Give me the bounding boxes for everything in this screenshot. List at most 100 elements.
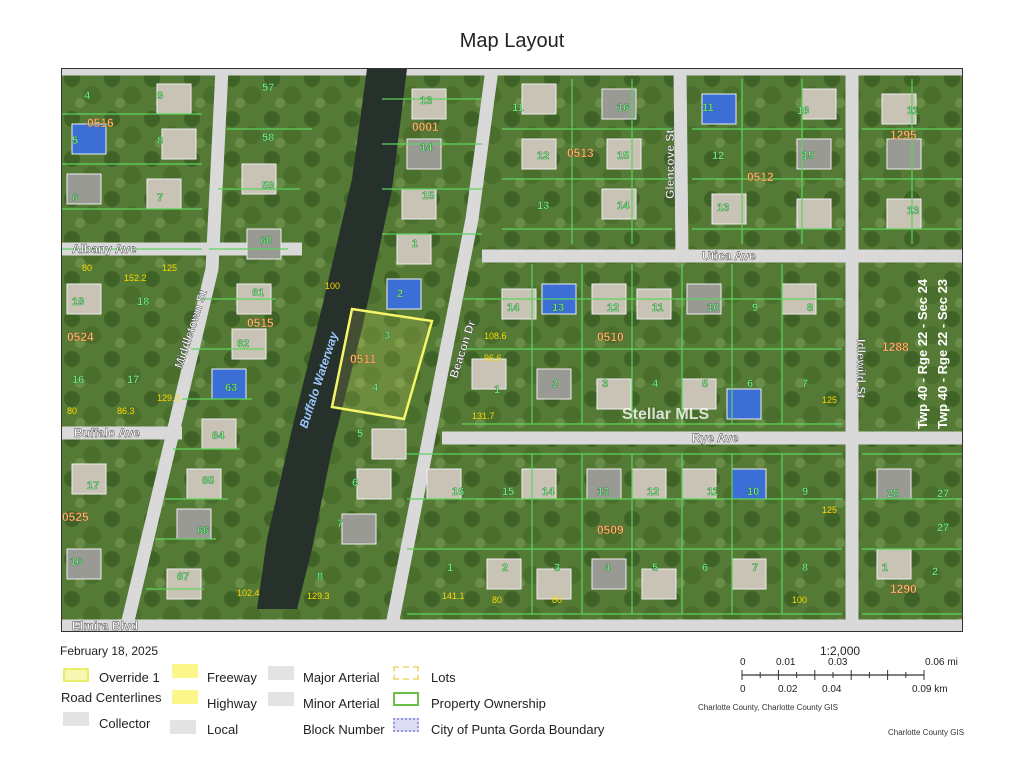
lot-number: 2 <box>932 566 938 578</box>
building <box>641 568 677 600</box>
block-number: 0512 <box>747 170 774 184</box>
lot-number: 13 <box>907 205 919 217</box>
building <box>601 88 637 120</box>
lot-number: 1 <box>412 238 418 250</box>
building <box>201 418 237 450</box>
lot-number: 4 <box>604 562 611 574</box>
attribution: Charlotte County, Charlotte County GIS <box>698 703 838 712</box>
street-label: Buffalo Ave <box>74 426 140 440</box>
lot-number: 12 <box>647 486 659 498</box>
houses-layer <box>66 83 922 600</box>
lot-number: 8 <box>157 135 163 147</box>
lot-number: 14 <box>507 302 520 314</box>
block-number: 1295 <box>890 128 917 142</box>
lot-number: 62 <box>237 338 249 350</box>
lot-number: 7 <box>157 192 163 204</box>
lot-number: 5 <box>72 135 78 147</box>
lot-number: 5 <box>357 428 363 440</box>
building <box>401 188 437 220</box>
building <box>636 288 672 320</box>
lot-number: 65 <box>202 475 214 487</box>
lot-number: 61 <box>252 287 264 299</box>
scale-label: 0.01 <box>776 657 796 668</box>
lot-number: 11 <box>652 302 664 314</box>
lot-number: 6 <box>747 378 753 390</box>
block-number: 0511 <box>350 352 376 366</box>
dimension-label: 100 <box>325 281 340 291</box>
building <box>881 93 917 125</box>
lot-number: 6 <box>702 562 708 574</box>
lot-number: 13 <box>552 302 564 314</box>
legend-swatch <box>268 692 294 706</box>
scale-label: 0.04 <box>822 684 842 695</box>
lot-number: 13 <box>537 200 549 212</box>
parcel-lines <box>62 79 962 615</box>
scale-label: 0 <box>740 684 746 695</box>
building <box>886 138 922 170</box>
lot-number: 57 <box>262 82 274 94</box>
buffalo-waterway <box>257 69 407 609</box>
dimension-label: 125 <box>822 395 837 405</box>
lot-number: 11 <box>512 102 524 114</box>
scale-label: 0.03 <box>828 657 848 668</box>
building <box>536 368 572 400</box>
lot-number: 2 <box>397 288 403 300</box>
dimension-label: 129.3 <box>157 393 180 403</box>
building <box>726 388 762 420</box>
dimension-label: 125 <box>822 505 837 515</box>
lot-number: 15 <box>617 150 629 162</box>
lot-number: 60 <box>260 235 272 247</box>
scale-label: 0.02 <box>778 684 798 695</box>
lot-number: 18 <box>137 296 149 308</box>
building <box>536 568 572 600</box>
lot-number: 59 <box>262 180 274 192</box>
building <box>176 508 212 540</box>
lot-number: 9 <box>802 486 808 498</box>
lot-number: 1 <box>882 562 888 574</box>
legend-swatch <box>268 666 294 680</box>
legend-swatch <box>393 692 419 706</box>
lot-number: 28 <box>887 488 899 500</box>
dimension-label: 96.6 <box>484 353 502 363</box>
map-title: Map Layout <box>459 30 565 52</box>
lot-number: 3 <box>384 330 390 342</box>
selected-parcel-override[interactable] <box>330 307 434 421</box>
lot-number: 16 <box>72 374 84 386</box>
street-label: Idlewild St <box>854 339 868 398</box>
lot-number: 3 <box>554 562 560 574</box>
legend-label: City of Punta Gorda Boundary <box>431 722 605 737</box>
block-number: 0510 <box>597 330 624 344</box>
building <box>521 138 557 170</box>
building <box>411 88 447 120</box>
street-label: Glencove St <box>663 130 677 199</box>
building <box>426 468 462 500</box>
middletown-st-road <box>120 69 229 627</box>
lot-number: 66 <box>197 525 209 537</box>
lot-number: 3 <box>602 378 608 390</box>
lot-number: 10 <box>747 486 759 498</box>
building <box>246 228 282 260</box>
building <box>521 468 557 500</box>
building <box>471 358 507 390</box>
legend-label: Block Number <box>303 722 385 737</box>
legend-swatch <box>393 666 419 680</box>
township-label-2: Twp 40 - Rge 22 - Sec 23 <box>935 279 950 429</box>
lot-number: 12 <box>712 150 724 162</box>
lot-number: 13 <box>717 202 729 214</box>
lot-number: 7 <box>802 378 808 390</box>
street-label: Utica Ave <box>702 249 756 263</box>
lot-number: 11 <box>707 486 719 498</box>
lot-number: 67 <box>177 571 189 583</box>
legend-swatch <box>393 718 419 732</box>
block-number: 0524 <box>67 330 94 344</box>
lot-number: 27 <box>937 488 949 500</box>
lot-number: 8 <box>807 302 813 314</box>
lot-number: 15 <box>802 150 814 162</box>
building <box>66 283 102 315</box>
lot-number: 19 <box>72 296 84 308</box>
beacon-dr-road <box>385 69 499 627</box>
roads-layer <box>62 69 962 631</box>
building <box>606 138 642 170</box>
